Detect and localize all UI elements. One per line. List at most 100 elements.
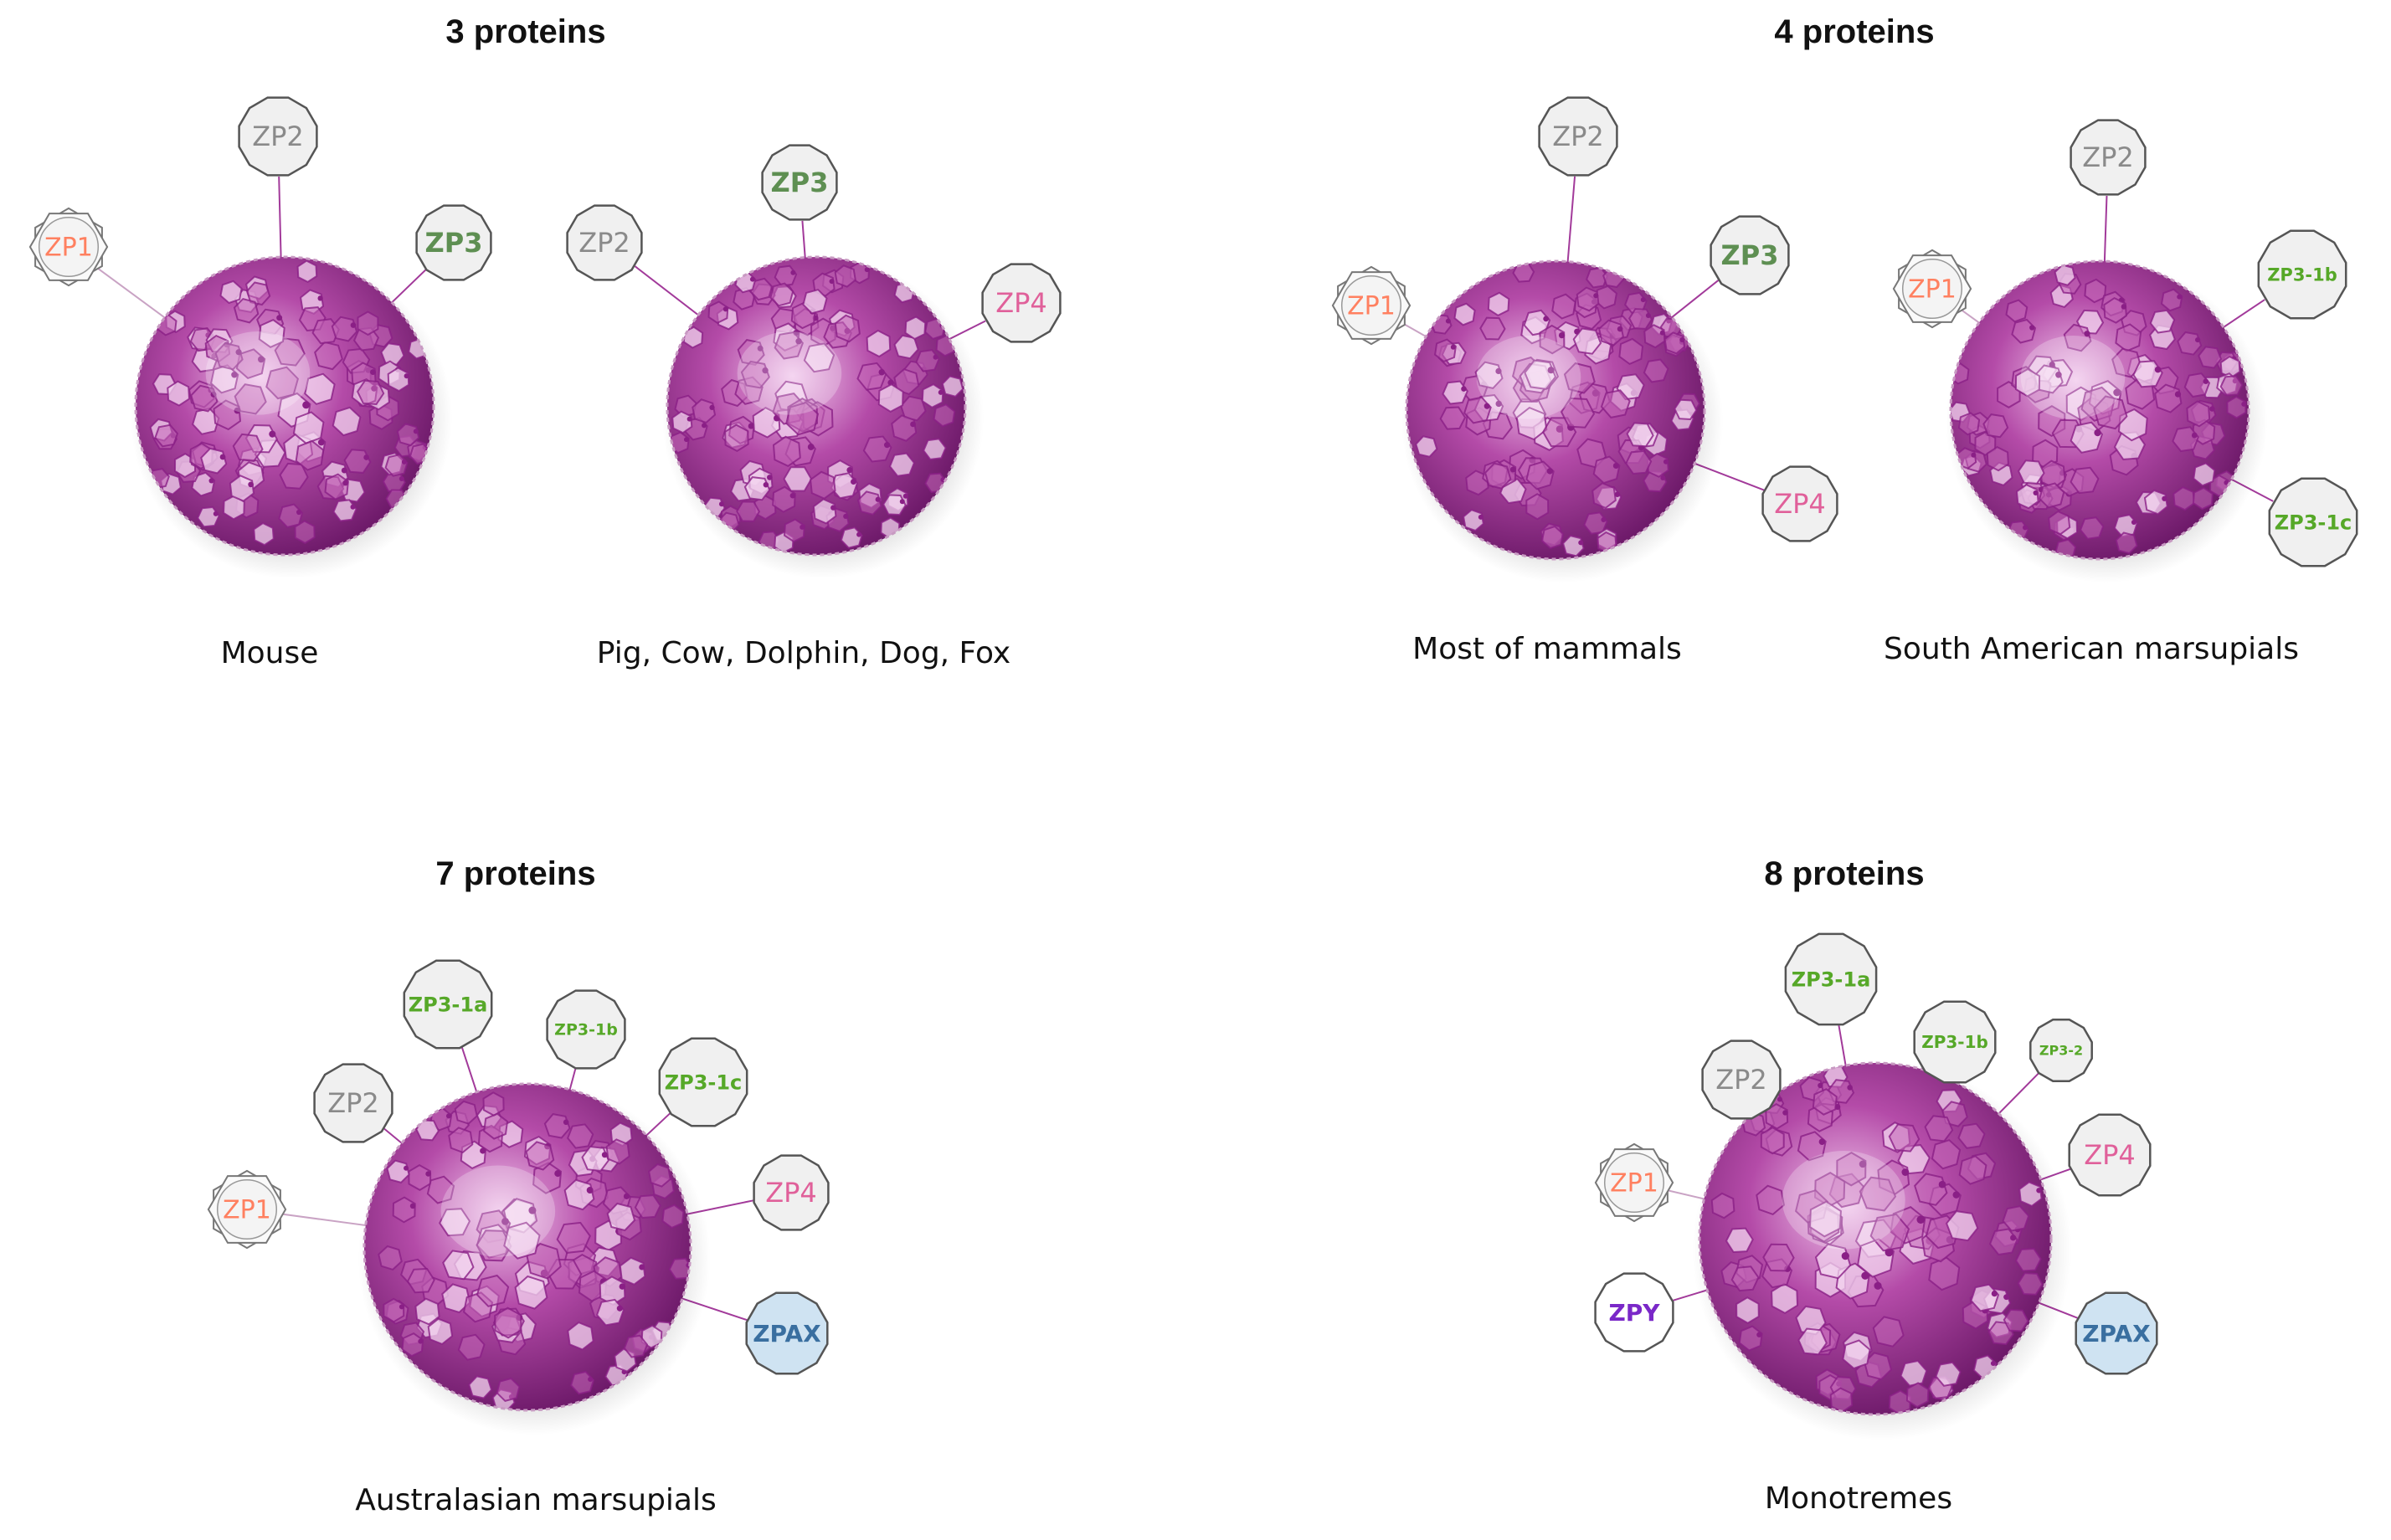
protein-label-zp2: ZP2 [1552, 121, 1604, 152]
node-outline [2257, 229, 2347, 320]
protein-node-zp1: ZP1 [1594, 1142, 1674, 1223]
protein-node-zp4: ZP4 [753, 1154, 830, 1231]
protein-node-zp4: ZP4 [1761, 465, 1838, 542]
protein-label-zp1: ZP1 [1347, 292, 1396, 321]
protein-label-zp3-1b: ZP3-1b [554, 1021, 618, 1040]
protein-node-zp3: ZP3 [415, 204, 492, 281]
group-title-3-proteins: 3 proteins [445, 13, 606, 50]
protein-node-zp3-1b: ZP3-1b [1913, 1000, 1997, 1084]
protein-label-zp3-1c: ZP3-1c [665, 1070, 743, 1094]
protein-label-zp2: ZP2 [578, 227, 630, 259]
protein-label-zpax: ZPAX [753, 1320, 821, 1348]
node-outline [981, 263, 1062, 343]
node-outline [658, 1037, 748, 1127]
caption-pig-cow-dolphin-dog-fox: Pig, Cow, Dolphin, Dog, Fox [596, 636, 1011, 670]
protein-label-zp1: ZP1 [1610, 1169, 1658, 1199]
node-outline [2070, 119, 2147, 196]
node-outline [1913, 1000, 1997, 1084]
protein-node-zp3-1b: ZP3-1b [2257, 229, 2347, 320]
protein-node-zpy: ZPY [1594, 1272, 1674, 1353]
protein-node-zp3: ZP3 [761, 144, 838, 221]
protein-label-zp3-1c: ZP3-1c [2275, 511, 2352, 534]
protein-label-zp1: ZP1 [1908, 275, 1957, 305]
protein-label-zp1: ZP1 [44, 234, 93, 263]
protein-label-zp4: ZP4 [765, 1177, 817, 1209]
protein-node-zp3-1c: ZP3-1c [658, 1037, 748, 1127]
protein-node-zp1: ZP1 [1892, 249, 1972, 329]
protein-node-zp2: ZP2 [238, 96, 318, 177]
group-title-4-proteins: 4 proteins [1774, 13, 1935, 50]
caption-mouse: Mouse [220, 636, 319, 670]
protein-label-zp2: ZP2 [1715, 1064, 1767, 1096]
group-title-8-proteins: 8 proteins [1764, 855, 1925, 892]
protein-node-zp3-1a: ZP3-1a [1784, 932, 1878, 1026]
node-outline [2029, 1019, 2093, 1082]
protein-node-zp2: ZP2 [313, 1063, 393, 1143]
node-outline [238, 96, 318, 177]
node-outline [313, 1063, 393, 1143]
protein-node-zp4: ZP4 [2068, 1113, 2152, 1197]
protein-label-zp3-1b: ZP3-1b [2267, 264, 2337, 285]
caption-australasian-marsupials: Australasian marsupials [355, 1483, 717, 1517]
group-title-7-proteins: 7 proteins [435, 855, 596, 892]
protein-label-zp3-1a: ZP3-1a [409, 993, 488, 1016]
protein-node-zp3-1b: ZP3-1b [546, 989, 626, 1070]
caption-monotremes: Monotremes [1764, 1481, 1953, 1516]
protein-node-zp3: ZP3 [1710, 215, 1790, 295]
protein-node-zp4: ZP4 [981, 263, 1062, 343]
protein-node-zp3-1a: ZP3-1a [403, 959, 493, 1050]
node-outline [753, 1154, 830, 1231]
node-outline [745, 1291, 829, 1375]
protein-label-zp2: ZP2 [327, 1087, 379, 1119]
protein-label-zpy: ZPY [1608, 1299, 1660, 1327]
protein-node-zp1: ZP1 [207, 1169, 287, 1250]
protein-node-zpax: ZPAX [2075, 1291, 2158, 1375]
protein-label-zp2: ZP2 [2082, 141, 2134, 173]
node-outline [566, 204, 643, 281]
protein-label-zp4: ZP4 [1774, 488, 1826, 520]
node-outline [2268, 477, 2358, 567]
protein-node-zp3-1c: ZP3-1c [2268, 477, 2358, 567]
node-outline [546, 989, 626, 1070]
protein-node-zp2: ZP2 [566, 204, 643, 281]
protein-node-zp2: ZP2 [2070, 119, 2147, 196]
node-outline [1784, 932, 1878, 1026]
node-outline [403, 959, 493, 1050]
node-outline [1761, 465, 1838, 542]
protein-label-zp4: ZP4 [995, 287, 1047, 319]
node-outline [1538, 96, 1618, 177]
protein-label-zp1: ZP1 [223, 1196, 271, 1225]
protein-label-zp3-2: ZP3-2 [2039, 1043, 2083, 1059]
node-outline [1701, 1040, 1782, 1120]
protein-node-zp1: ZP1 [1331, 265, 1411, 346]
node-outline [761, 144, 838, 221]
caption-south-american-marsupials: South American marsupials [1883, 632, 2300, 666]
protein-label-zp2: ZP2 [252, 121, 304, 152]
node-outline [1710, 215, 1790, 295]
protein-label-zp3: ZP3 [771, 167, 829, 198]
protein-label-zp3: ZP3 [1721, 239, 1779, 271]
protein-node-zp1: ZP1 [28, 207, 109, 287]
protein-label-zpax: ZPAX [2082, 1320, 2151, 1348]
node-outline [415, 204, 492, 281]
caption-most-of-mammals: Most of mammals [1412, 632, 1682, 666]
protein-label-zp3-1a: ZP3-1a [1792, 968, 1871, 991]
protein-node-zp2: ZP2 [1701, 1040, 1782, 1120]
protein-label-zp3: ZP3 [425, 227, 483, 259]
node-outline [2075, 1291, 2158, 1375]
protein-label-zp3-1b: ZP3-1b [1921, 1032, 1988, 1052]
node-outline [2068, 1113, 2152, 1197]
protein-node-zp2: ZP2 [1538, 96, 1618, 177]
protein-node-zpax: ZPAX [745, 1291, 829, 1375]
protein-label-zp4: ZP4 [2084, 1139, 2136, 1171]
protein-node-zp3-2: ZP3-2 [2029, 1019, 2093, 1082]
node-outline [1594, 1272, 1674, 1353]
